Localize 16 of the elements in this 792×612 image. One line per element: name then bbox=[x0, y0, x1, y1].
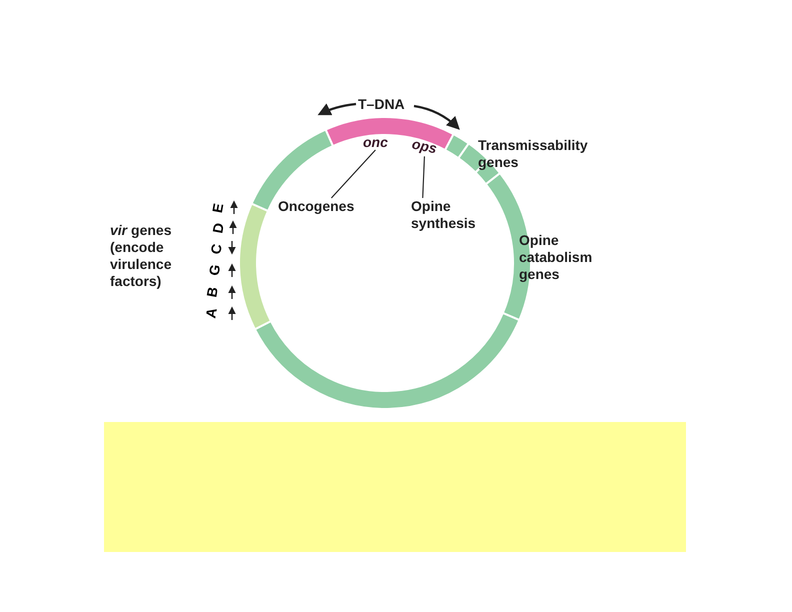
leader-line bbox=[330, 150, 376, 198]
annotation-text: vir genes (encode virulence factors) bbox=[110, 222, 172, 290]
gene-letter: A bbox=[203, 306, 219, 320]
annotation-text: Opine catabolism genes bbox=[519, 232, 594, 283]
annotation-text: Oncogenes bbox=[278, 198, 354, 215]
leader-line bbox=[422, 156, 425, 198]
gene-letter: C bbox=[208, 242, 224, 256]
gene-letter: D bbox=[210, 222, 226, 234]
annotation-text: Opine synthesis bbox=[411, 198, 489, 232]
gene-letter: E bbox=[210, 202, 226, 214]
annotation-text: Transmissability genes bbox=[478, 137, 589, 171]
gene-label: onc bbox=[363, 134, 388, 150]
gene-label: ops bbox=[410, 136, 438, 156]
gene-letter: B bbox=[204, 286, 220, 298]
region-label: T–DNA bbox=[358, 96, 405, 113]
gene-letter: G bbox=[206, 263, 222, 277]
